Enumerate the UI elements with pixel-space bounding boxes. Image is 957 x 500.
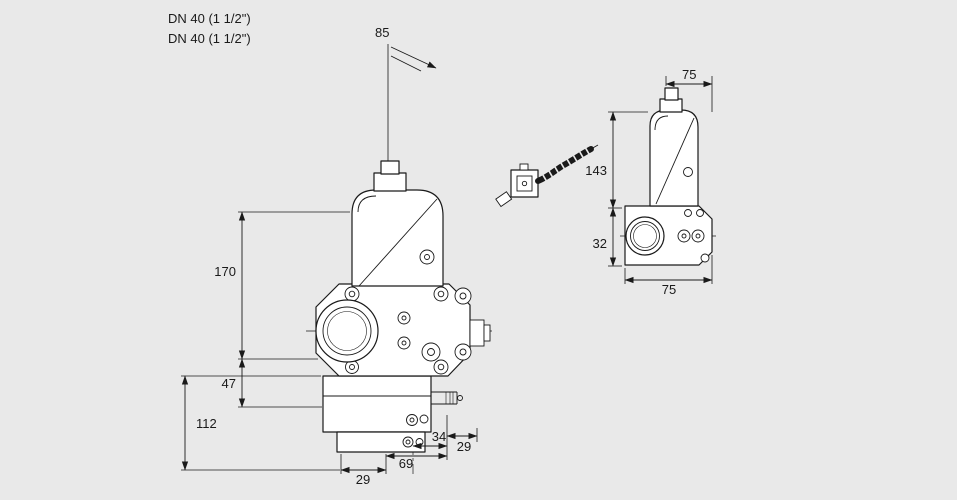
side-actuator-dome bbox=[649, 109, 699, 207]
side-body-details bbox=[677, 209, 710, 263]
dim-side-lower-height: 32 bbox=[593, 236, 607, 251]
dimensions-main-view: 85 170 47 112 29 69 34 29 bbox=[181, 25, 478, 487]
dim-bottom-left-width: 29 bbox=[356, 472, 370, 487]
cable-connector bbox=[495, 144, 599, 208]
dim-tap-offset: 34 bbox=[432, 429, 446, 444]
actuator-dome bbox=[351, 189, 444, 287]
dim-side-bottom-width: 75 bbox=[662, 282, 676, 297]
dn-labels: DN 40 (1 1/2") DN 40 (1 1/2") bbox=[168, 11, 251, 46]
dim-upper-height: 170 bbox=[214, 264, 236, 279]
cable bbox=[535, 144, 599, 184]
side-top-cap bbox=[659, 87, 683, 113]
dim-tap-offset-right: 29 bbox=[457, 439, 471, 454]
valve-lower-block bbox=[322, 375, 463, 453]
main-valve-view bbox=[306, 160, 493, 474]
dim-actuator-width: 85 bbox=[375, 25, 389, 40]
dn-label-1: DN 40 (1 1/2") bbox=[168, 11, 251, 26]
dim-port-height: 47 bbox=[222, 376, 236, 391]
threaded-port bbox=[315, 299, 379, 363]
dim-bottom-width: 69 bbox=[399, 456, 413, 471]
top-cap bbox=[373, 160, 407, 192]
side-valve-view bbox=[620, 87, 718, 266]
dn-label-2: DN 40 (1 1/2") bbox=[168, 31, 251, 46]
dim-side-upper-height: 143 bbox=[585, 163, 607, 178]
side-threaded-port bbox=[625, 216, 665, 256]
dimensions-side-view: 75 143 32 75 bbox=[585, 67, 713, 297]
dim-side-top-width: 75 bbox=[682, 67, 696, 82]
dim-lower-height: 112 bbox=[196, 416, 217, 431]
